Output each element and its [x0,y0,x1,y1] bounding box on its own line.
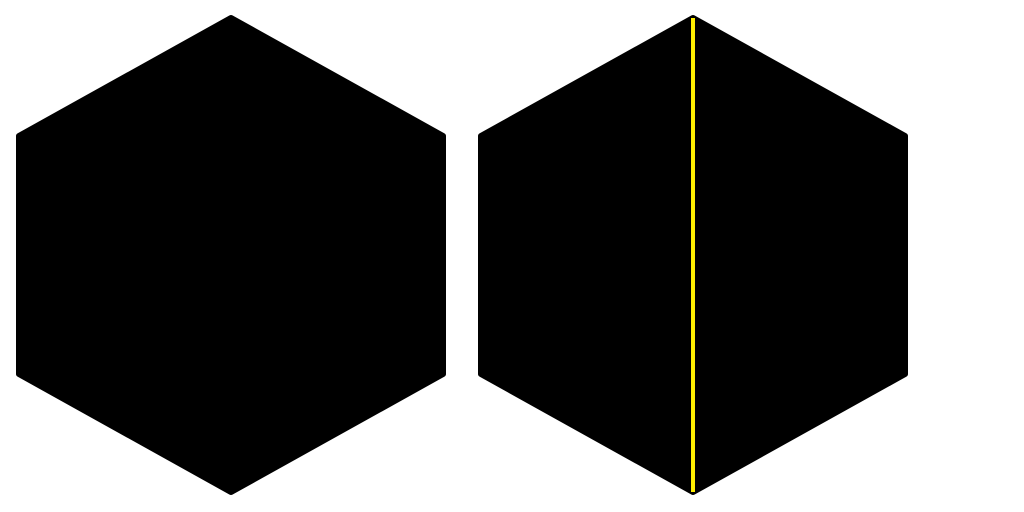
hexagon-left [16,15,446,495]
